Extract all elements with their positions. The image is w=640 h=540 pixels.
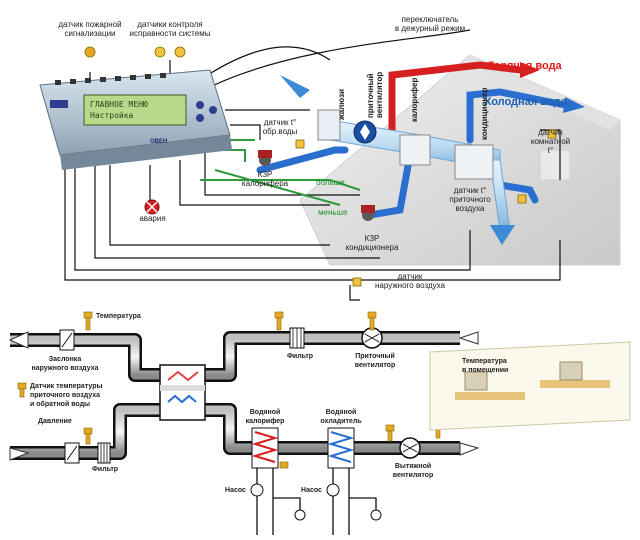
cold-water-arrow [563,97,585,113]
pressure-label: Давление [38,418,72,425]
temperature-label: Температура [96,313,141,320]
pump1-label: Насос [225,487,246,494]
switch-duty-label: переключатель в дежурный режим [394,15,466,33]
conditioner-valve-label: КЗР кондиционера [345,234,399,252]
alarm-lamp [144,199,160,215]
controller-screen: ГЛАВНОЕ МЕНЮ Настройка [90,100,148,120]
conditioner-label: кондиционер [480,87,489,140]
less-label: меньше [318,208,348,217]
room-temp-label: Температура в помещении [462,358,509,374]
hot-water-arrow [520,62,540,78]
cold-water-pipe [256,88,569,219]
exhaust-fan-label: Вытяжной вентилятор [392,463,434,479]
supply-fan-bottom-label: Приточный вентилятор [354,353,396,369]
sensor-icons [84,46,557,287]
health-sensors-label: датчики контроля исправности системы [129,20,211,38]
hot-water-pipe [388,61,524,139]
filter-left-label: Фильтр [91,466,119,473]
sensors-note-label: Датчик температуры приточного воздуха и … [30,383,103,408]
alarm-label: авария [139,214,166,223]
fire-sensor-label: датчик пожарной сигнализации [58,20,122,38]
lower-schematic [8,311,631,535]
supply-air-sensor-label: датчик t° приточного воздуха [449,186,491,213]
controller-device [39,69,232,170]
outdoor-air-sensor-label: датчик наружного воздуха [375,272,445,290]
outdoor-damper-label: Заслонка наружного воздуха [31,356,99,372]
hot-water-label: Горячая вода [488,60,562,72]
more-label: больше [316,178,345,187]
return-water-sensor-label: датчик t° обр.воды [262,118,298,136]
water-heater-label: Водяной калорифер [245,409,285,425]
controller-brand: ОВЕН [150,139,168,145]
louvers-label: жалюзи [337,88,346,120]
filter-top-label: Фильтр [286,353,314,360]
heater-label: калорифер [410,77,419,122]
control-wiring [64,29,561,301]
water-cooler-label: Водяной охладитель [320,409,362,425]
cold-water-label: Холодная вода [484,96,567,108]
heater-valve-label: КЗР калорифера [241,170,289,188]
valves [258,150,375,221]
pump2-label: Насос [301,487,322,494]
supply-fan-label: приточный вентилятор [366,71,384,118]
room-sensor-label: датчик комнатной t° [530,128,571,155]
air-duct [280,75,515,245]
